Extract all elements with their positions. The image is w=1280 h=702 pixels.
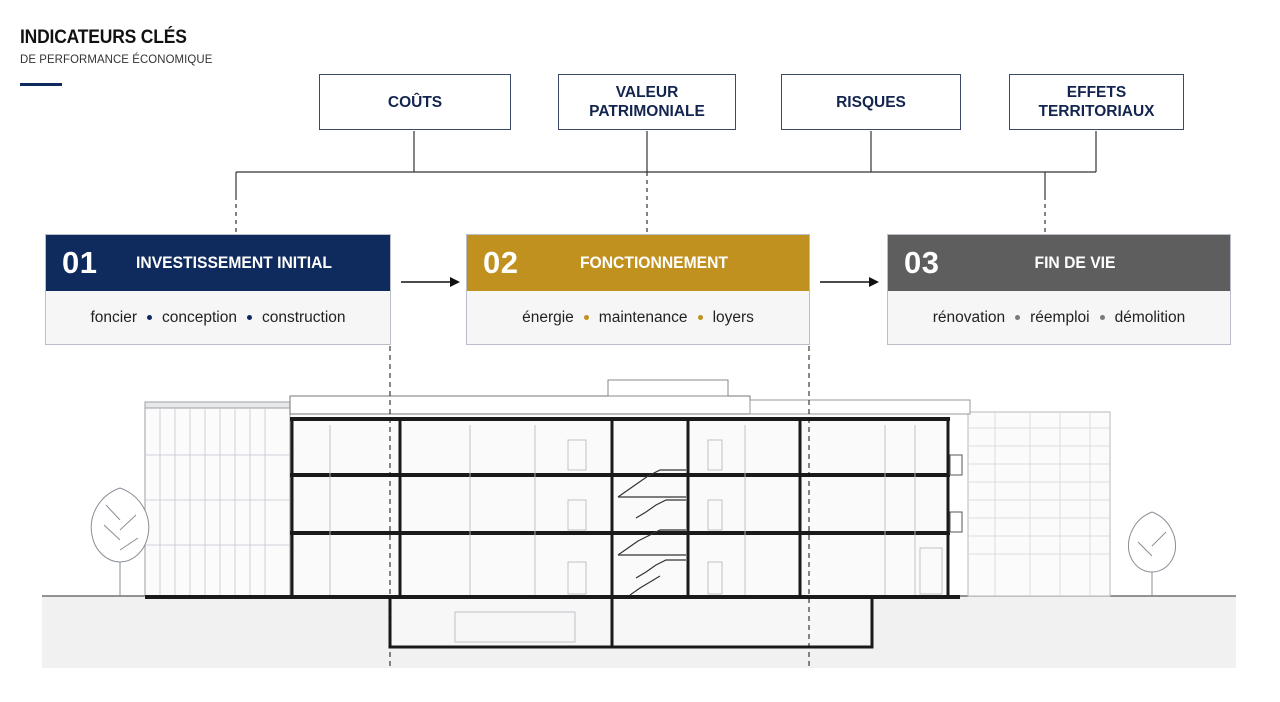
phase-header: 03 FIN DE VIE — [888, 235, 1230, 291]
indicator-label: COÛTS — [387, 93, 443, 111]
phase-label: FIN DE VIE — [1034, 253, 1116, 272]
phase-item: réemploi — [1030, 309, 1090, 326]
phase-items: foncier conception construction — [46, 291, 390, 345]
bullet-dot — [1015, 314, 1021, 320]
indicator-label: EFFETS TERRITORIAUX — [1038, 84, 1155, 120]
bullet-dot — [583, 314, 589, 320]
phase-label: FONCTIONNEMENT — [579, 253, 729, 272]
phase-arrows — [401, 277, 879, 287]
indicator-label: VALEUR PATRIMONIALE — [589, 84, 705, 120]
phase-number: 01 — [62, 245, 98, 280]
phase-item: énergie — [522, 309, 574, 326]
phase-01: 01 INVESTISSEMENT INITIAL foncier concep… — [45, 234, 391, 345]
indicator-effets-territoriaux: EFFETS TERRITORIAUX — [1009, 74, 1184, 130]
phase-item: rénovation — [932, 309, 1006, 326]
indicator-valeur-patrimoniale: VALEUR PATRIMONIALE — [558, 74, 736, 130]
phase-item: construction — [261, 309, 346, 326]
bullet-dot — [697, 314, 703, 320]
phase-item: démolition — [1114, 309, 1186, 326]
phase-item: loyers — [712, 309, 754, 326]
indicator-couts: COÛTS — [319, 74, 511, 130]
phase-03: 03 FIN DE VIE rénovation réemploi démoli… — [887, 234, 1231, 345]
bullet-dot — [146, 314, 152, 320]
tree-left — [90, 487, 150, 596]
indicator-risques: RISQUES — [781, 74, 961, 130]
indicator-label: RISQUES — [836, 93, 906, 111]
bullet-dot — [1099, 314, 1105, 320]
title-underline — [20, 83, 62, 86]
phase-number: 03 — [904, 245, 940, 280]
phase-connectors — [235, 172, 1046, 233]
phase-02: 02 FONCTIONNEMENT énergie maintenance lo… — [466, 234, 810, 345]
phase-items: rénovation réemploi démolition — [888, 291, 1230, 345]
phase-items: énergie maintenance loyers — [467, 291, 809, 345]
page-title: INDICATEURS CLÉS — [20, 27, 187, 48]
phase-item: conception — [161, 309, 237, 326]
phase-number: 02 — [483, 245, 519, 280]
phase-item: maintenance — [598, 309, 688, 326]
bullet-dot — [246, 314, 252, 320]
phase-header: 02 FONCTIONNEMENT — [467, 235, 809, 291]
page-subtitle: DE PERFORMANCE ÉCONOMIQUE — [20, 52, 213, 66]
left-neighbour-building — [144, 401, 291, 597]
main-building-section — [145, 379, 971, 649]
phase-label: INVESTISSEMENT INITIAL — [136, 253, 332, 272]
indicator-connectors — [235, 131, 1097, 196]
phase-header: 01 INVESTISSEMENT INITIAL — [46, 235, 390, 291]
tree-right — [1127, 511, 1177, 596]
right-neighbour-building — [967, 411, 1111, 597]
page-header: INDICATEURS CLÉS DE PERFORMANCE ÉCONOMIQ… — [20, 26, 223, 66]
phase-item: foncier — [90, 309, 137, 326]
